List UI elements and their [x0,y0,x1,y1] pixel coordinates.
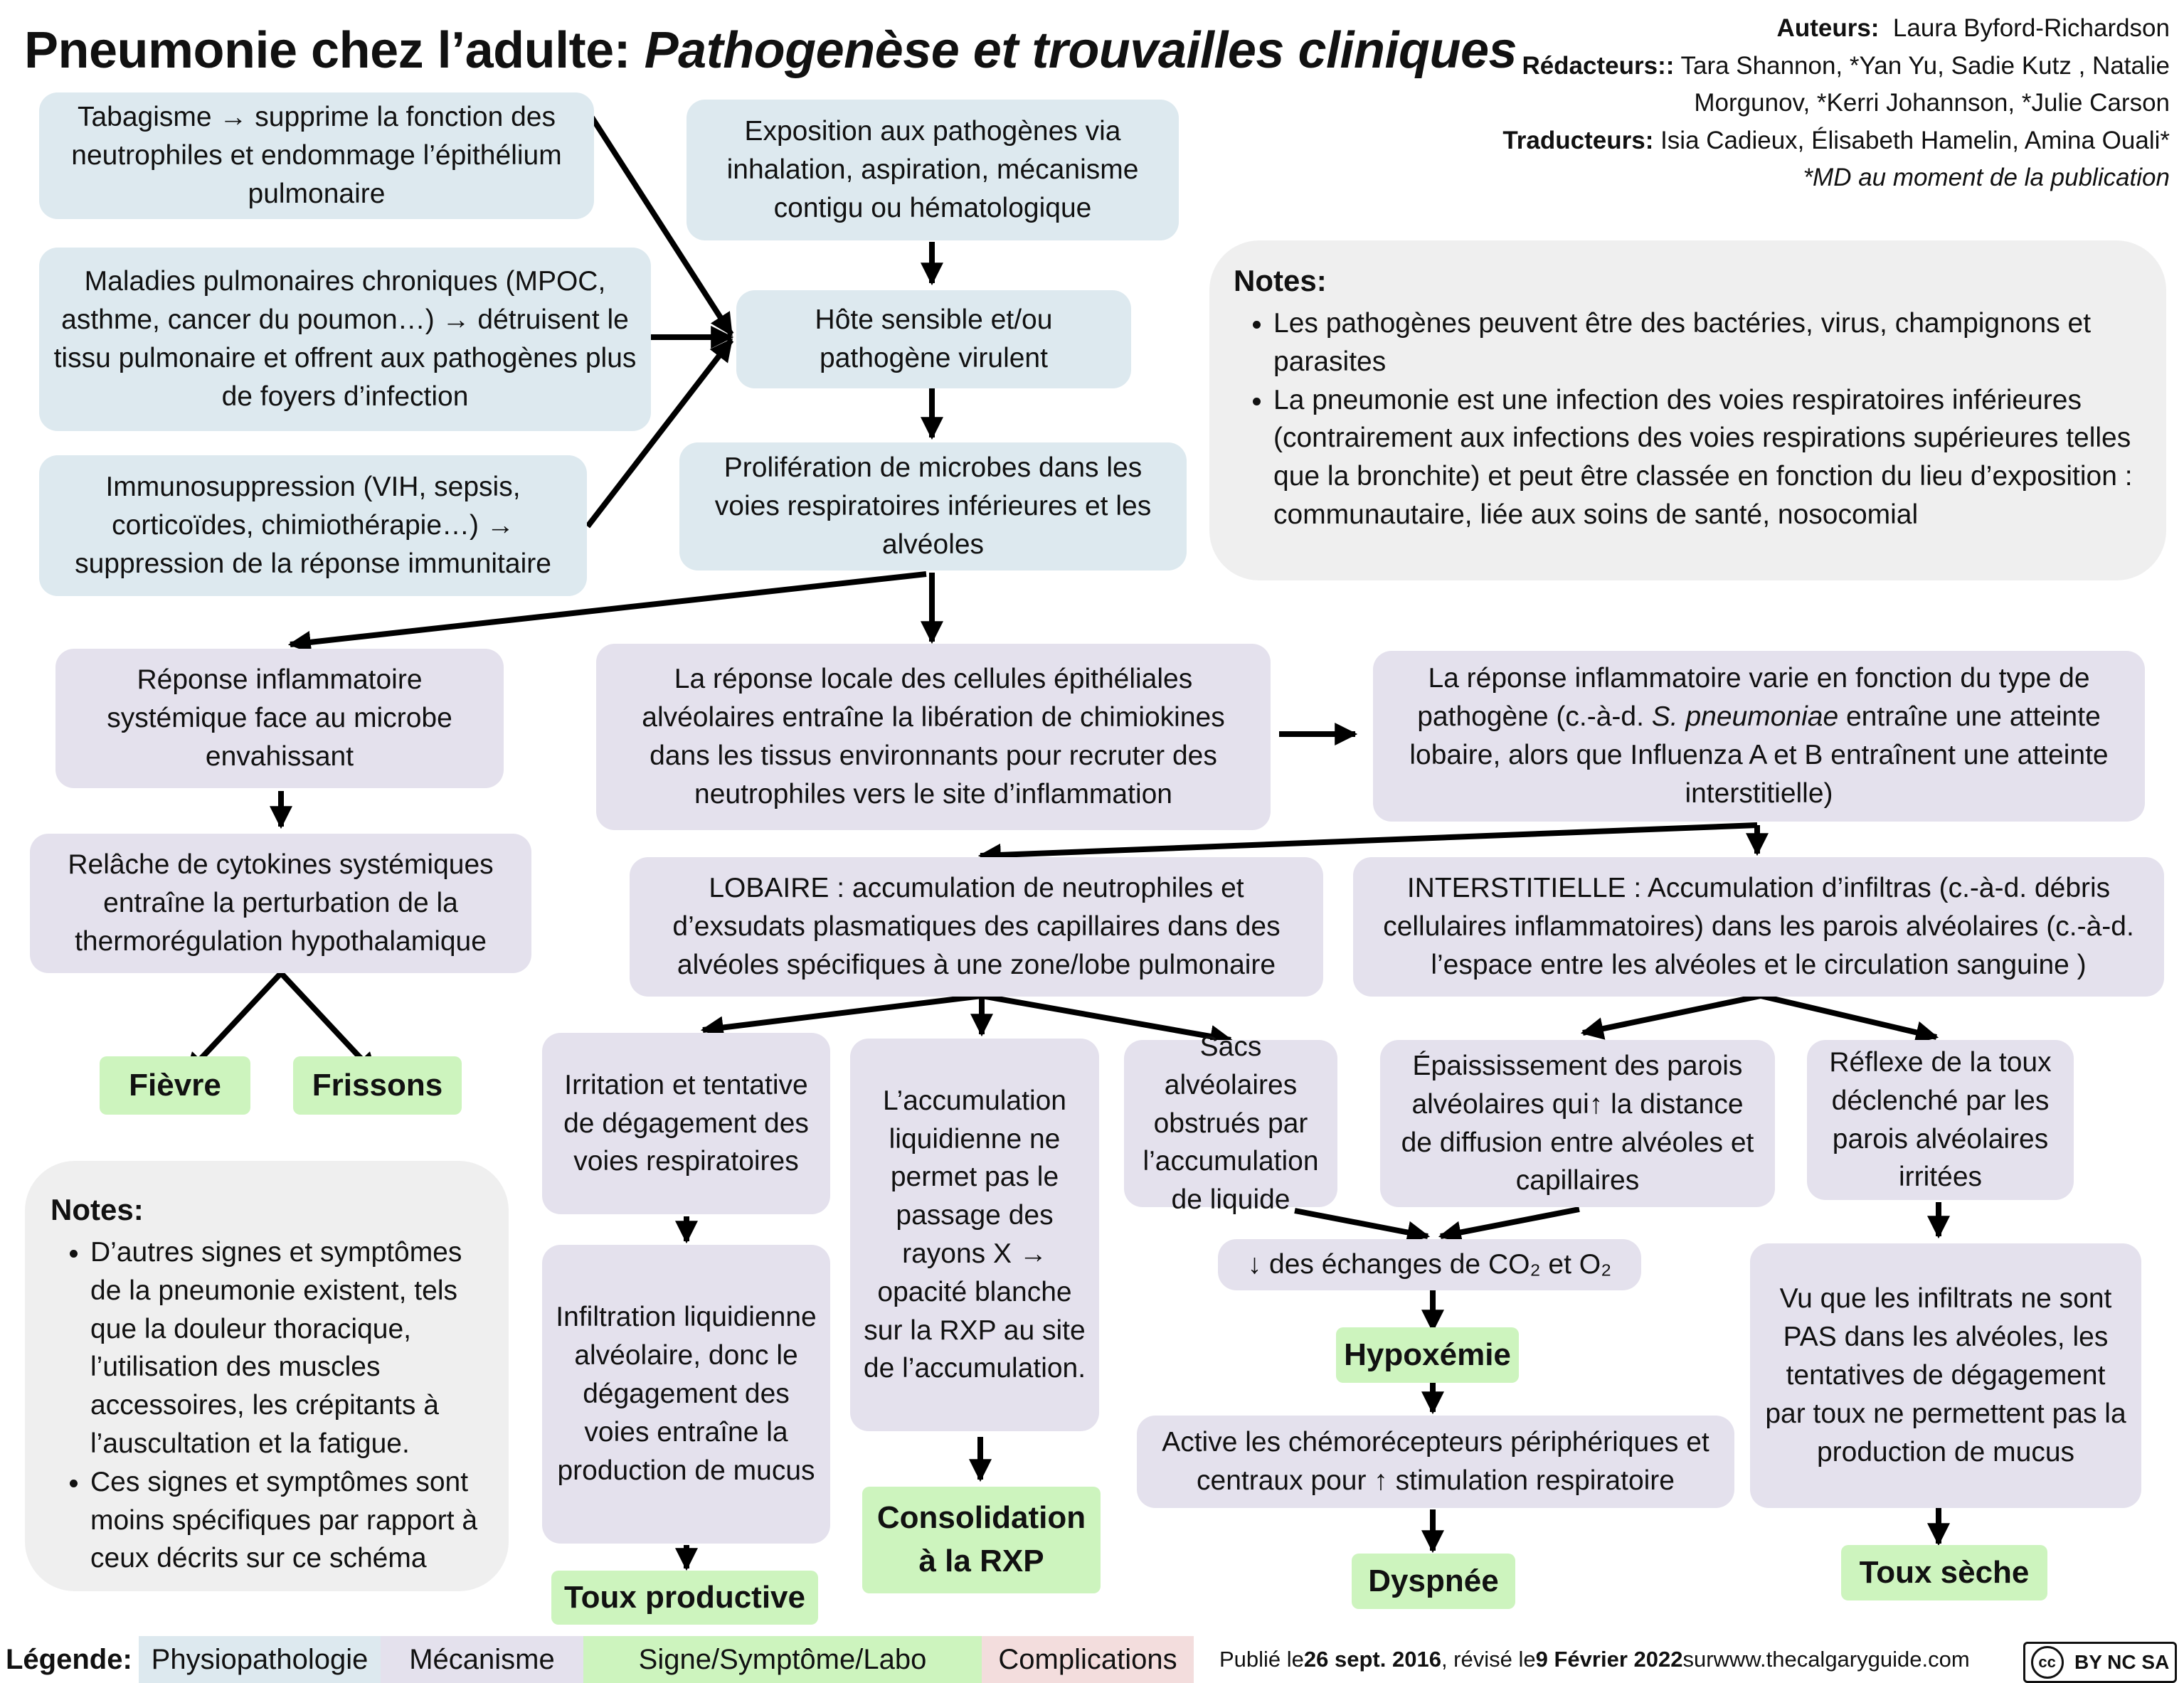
translators-line: Traducteurs: Isia Cadieux, Élisabeth Ham… [1502,126,2170,154]
title-subtitle: Pathogenèse et trouvailles cliniques [644,22,1517,79]
chills-sign: Frissons [293,1056,462,1115]
fluid-infiltration-box: Infiltration liquidienne alvéolaire, don… [542,1245,830,1544]
md-note: *MD au moment de la publication [1803,164,2170,191]
notes-left: Notes: D’autres signes et symptômes de l… [25,1161,509,1591]
notes-right: Notes: Les pathogènes peuvent être des b… [1209,240,2166,580]
credits: Auteurs: Laura Byford-Richardson Rédacte… [1502,10,2170,197]
risk-chronic-lung-disease: Maladies pulmonaires chroniques (MPOC, a… [39,248,651,431]
infiltrates-not-alveoli-box: Vu que les infiltrats ne sont PAS dans l… [1750,1243,2141,1508]
productive-cough-sign: Toux productive [551,1571,818,1625]
arrow [589,115,734,336]
dyspnea-sign: Dyspnée [1352,1554,1515,1609]
chemoreceptors-box: Active les chémorécepteurs périphériques… [1137,1416,1734,1508]
legend-complications: Complications [982,1636,1194,1683]
authors-line: Auteurs: Laura Byford-Richardson [1776,14,2170,42]
susceptible-host-box: Hôte sensible et/ou pathogène virulent [736,290,1131,388]
fever-sign: Fièvre [100,1056,250,1115]
legend-mechanism: Mécanisme [381,1636,583,1683]
title-main: Pneumonie chez l’adulte: [24,22,631,79]
notes-right-item: La pneumonie est une infection des voies… [1273,381,2138,534]
arrow [977,822,1758,866]
cough-reflex-box: Réflexe de la toux déclenché par les par… [1807,1040,2074,1200]
pathogen-variation-box: La réponse inflammatoire varie en foncti… [1373,651,2145,822]
notes-right-item: Les pathogènes peuvent être des bactérie… [1273,304,2138,381]
arrow [1294,1208,1431,1244]
exposure-box: Exposition aux pathogènes via inhalation… [687,100,1179,240]
wall-thickening-box: Épaississement des parois alvéolaires qu… [1380,1040,1775,1207]
proliferation-box: Prolifération de microbes dans les voies… [679,442,1187,570]
risk-smoking: Tabagisme → supprime la fonction des neu… [39,92,594,219]
obstructed-sacs-box: Sacs alvéolaires obstrués par l’accumula… [1124,1031,1337,1215]
cytokines-box: Relâche de cytokines systémiques entraîn… [30,834,531,973]
page-title: Pneumonie chez l’adulte: Pathogenèse et … [24,21,1517,80]
editors-line: Rédacteurs:: Tara Shannon, *Yan Yu, Sadi… [1522,51,2170,80]
license-text: BY NC SA [2074,1651,2170,1673]
hypoxemia-sign: Hypoxémie [1336,1327,1519,1383]
editors-line-2: Morgunov, *Kerri Johannson, *Julie Carso… [1694,89,2170,117]
publication-info: Publié le 26 sept. 2016, révisé le 9 Fév… [1219,1647,1970,1672]
irritation-box: Irritation et tentative de dégagement de… [542,1033,830,1214]
local-response-box: La réponse locale des cellules épithélia… [596,644,1271,830]
arrow [1580,993,1939,1044]
arrow [184,970,378,1076]
notes-left-item: Ces signes et symptômes sont moins spéci… [90,1463,490,1578]
arrow [585,338,734,529]
legend-label: Légende: [6,1643,132,1675]
xray-opacity-box: L’accumulation liquidienne ne permet pas… [850,1039,1099,1431]
arrow [1438,1206,1580,1244]
dry-cough-sign: Toux sèche [1841,1545,2047,1600]
systemic-response-box: Réponse inflammatoire systémique face au… [55,649,504,788]
gas-exchange-box: ↓ des échanges de CO₂ et O₂ [1218,1239,1641,1290]
lobar-box: LOBAIRE : accumulation de neutrophiles e… [630,857,1323,997]
legend-sign-symptom-lab: Signe/Symptôme/Labo [583,1636,982,1683]
legend-footer: Légende: Physiopathologie Mécanisme Sign… [0,1636,2184,1683]
cc-license-icon: cc BY NC SA [2023,1642,2177,1683]
notes-right-title: Notes [1234,264,1317,297]
cc-logo: cc [2030,1646,2064,1679]
notes-left-title: Notes [51,1193,134,1226]
legend-physiopathology: Physiopathologie [139,1636,381,1683]
notes-left-item: D’autres signes et symptômes de la pneum… [90,1233,490,1463]
arrow [287,571,927,654]
interstitial-box: INTERSTITIELLE : Accumulation d’infiltra… [1353,857,2164,997]
risk-immunosuppression: Immunosuppression (VIH, sepsis, corticoï… [39,455,587,596]
consolidation-sign: Consolidation à la RXP [862,1487,1101,1593]
